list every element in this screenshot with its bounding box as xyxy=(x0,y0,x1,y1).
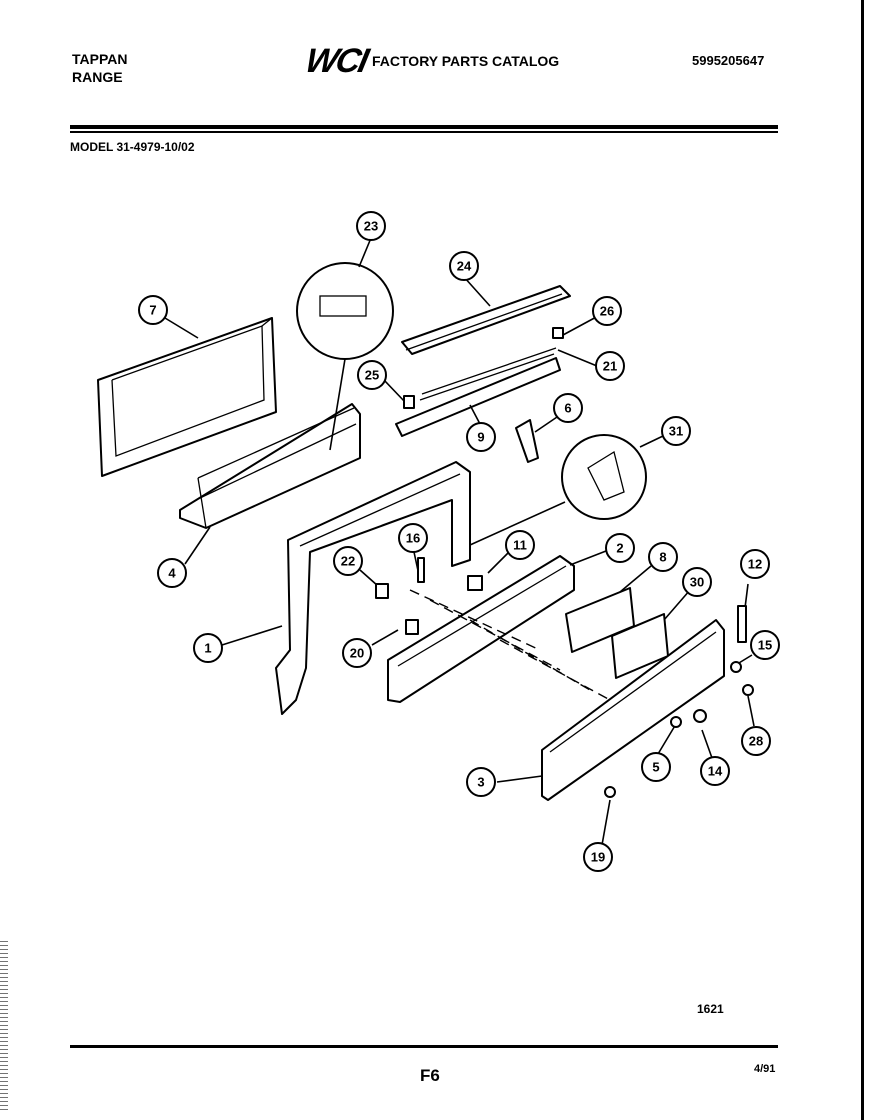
svg-text:21: 21 xyxy=(603,359,617,374)
part-7-back-panel xyxy=(97,317,277,477)
callout-21: 21 xyxy=(595,351,625,381)
svg-text:25: 25 xyxy=(365,368,379,383)
part-4-trim-bar xyxy=(179,403,361,529)
callout-31: 31 xyxy=(661,416,691,446)
brand-line-1: TAPPAN xyxy=(72,51,128,67)
callout-4: 4 xyxy=(157,558,187,588)
callout-28: 28 xyxy=(741,726,771,756)
model-number: MODEL 31-4979-10/02 xyxy=(70,140,195,154)
callout-25: 25 xyxy=(357,360,387,390)
hardware-fasteners xyxy=(375,327,754,798)
callout-30: 30 xyxy=(682,567,712,597)
revision-date: 4/91 xyxy=(754,1063,776,1075)
footer-rule xyxy=(70,1045,778,1048)
leader-lines xyxy=(164,237,755,846)
detail-23-circle xyxy=(296,262,394,360)
svg-text:1: 1 xyxy=(204,641,211,656)
svg-text:5: 5 xyxy=(652,760,659,775)
callout-23: 23 xyxy=(356,211,386,241)
svg-text:23: 23 xyxy=(364,219,378,234)
callout-3: 3 xyxy=(466,767,496,797)
svg-text:3: 3 xyxy=(477,775,484,790)
header-rule-thin xyxy=(70,131,778,133)
svg-text:16: 16 xyxy=(406,531,420,546)
svg-text:30: 30 xyxy=(690,575,704,590)
svg-text:6: 6 xyxy=(564,401,571,416)
svg-text:14: 14 xyxy=(708,764,723,779)
callout-24: 24 xyxy=(449,251,479,281)
brand-line-2: RANGE xyxy=(72,69,123,85)
svg-text:7: 7 xyxy=(149,303,156,318)
callout-8: 8 xyxy=(648,542,678,572)
svg-text:28: 28 xyxy=(749,734,763,749)
scan-edge-marks xyxy=(0,940,8,1110)
part-9-rail xyxy=(395,347,561,437)
callout-6: 6 xyxy=(553,393,583,423)
callout-12: 12 xyxy=(740,549,770,579)
svg-text:4: 4 xyxy=(168,566,176,581)
svg-text:24: 24 xyxy=(457,259,472,274)
callout-2: 2 xyxy=(605,533,635,563)
svg-text:22: 22 xyxy=(341,554,355,569)
part-1-side-frame xyxy=(275,461,471,715)
figure-code: 1621 xyxy=(697,1002,724,1016)
callout-9: 9 xyxy=(466,422,496,452)
callout-16: 16 xyxy=(398,523,428,553)
svg-text:2: 2 xyxy=(616,541,623,556)
page-right-border xyxy=(861,0,864,1120)
callout-19: 19 xyxy=(583,842,613,872)
callout-15: 15 xyxy=(750,630,780,660)
assembly-guide-lines xyxy=(409,589,611,701)
callout-26: 26 xyxy=(592,296,622,326)
svg-text:19: 19 xyxy=(591,850,605,865)
callout-1: 1 xyxy=(193,633,223,663)
callout-20: 20 xyxy=(342,638,372,668)
callout-5: 5 xyxy=(641,752,671,782)
callout-22: 22 xyxy=(333,546,363,576)
brand-block: TAPPAN RANGE xyxy=(72,50,172,86)
svg-text:31: 31 xyxy=(669,424,683,439)
part-3-front-panel xyxy=(541,619,725,801)
callout-11: 11 xyxy=(505,530,535,560)
page-number: F6 xyxy=(420,1066,440,1085)
svg-text:9: 9 xyxy=(477,430,484,445)
detail-31-circle xyxy=(561,434,647,520)
part-24-top-cap xyxy=(401,285,571,355)
callout-7: 7 xyxy=(138,295,168,325)
svg-text:20: 20 xyxy=(350,646,364,661)
svg-text:8: 8 xyxy=(659,550,666,565)
catalog-number: 5995205647 xyxy=(692,53,765,68)
header-rule-thick xyxy=(70,125,778,129)
svg-text:26: 26 xyxy=(600,304,614,319)
part-2-control-plate xyxy=(387,555,575,703)
catalog-title: FACTORY PARTS CATALOG xyxy=(372,53,560,69)
svg-text:11: 11 xyxy=(513,538,527,553)
svg-text:12: 12 xyxy=(748,557,762,572)
svg-text:15: 15 xyxy=(758,638,772,653)
callout-14: 14 xyxy=(700,756,730,786)
